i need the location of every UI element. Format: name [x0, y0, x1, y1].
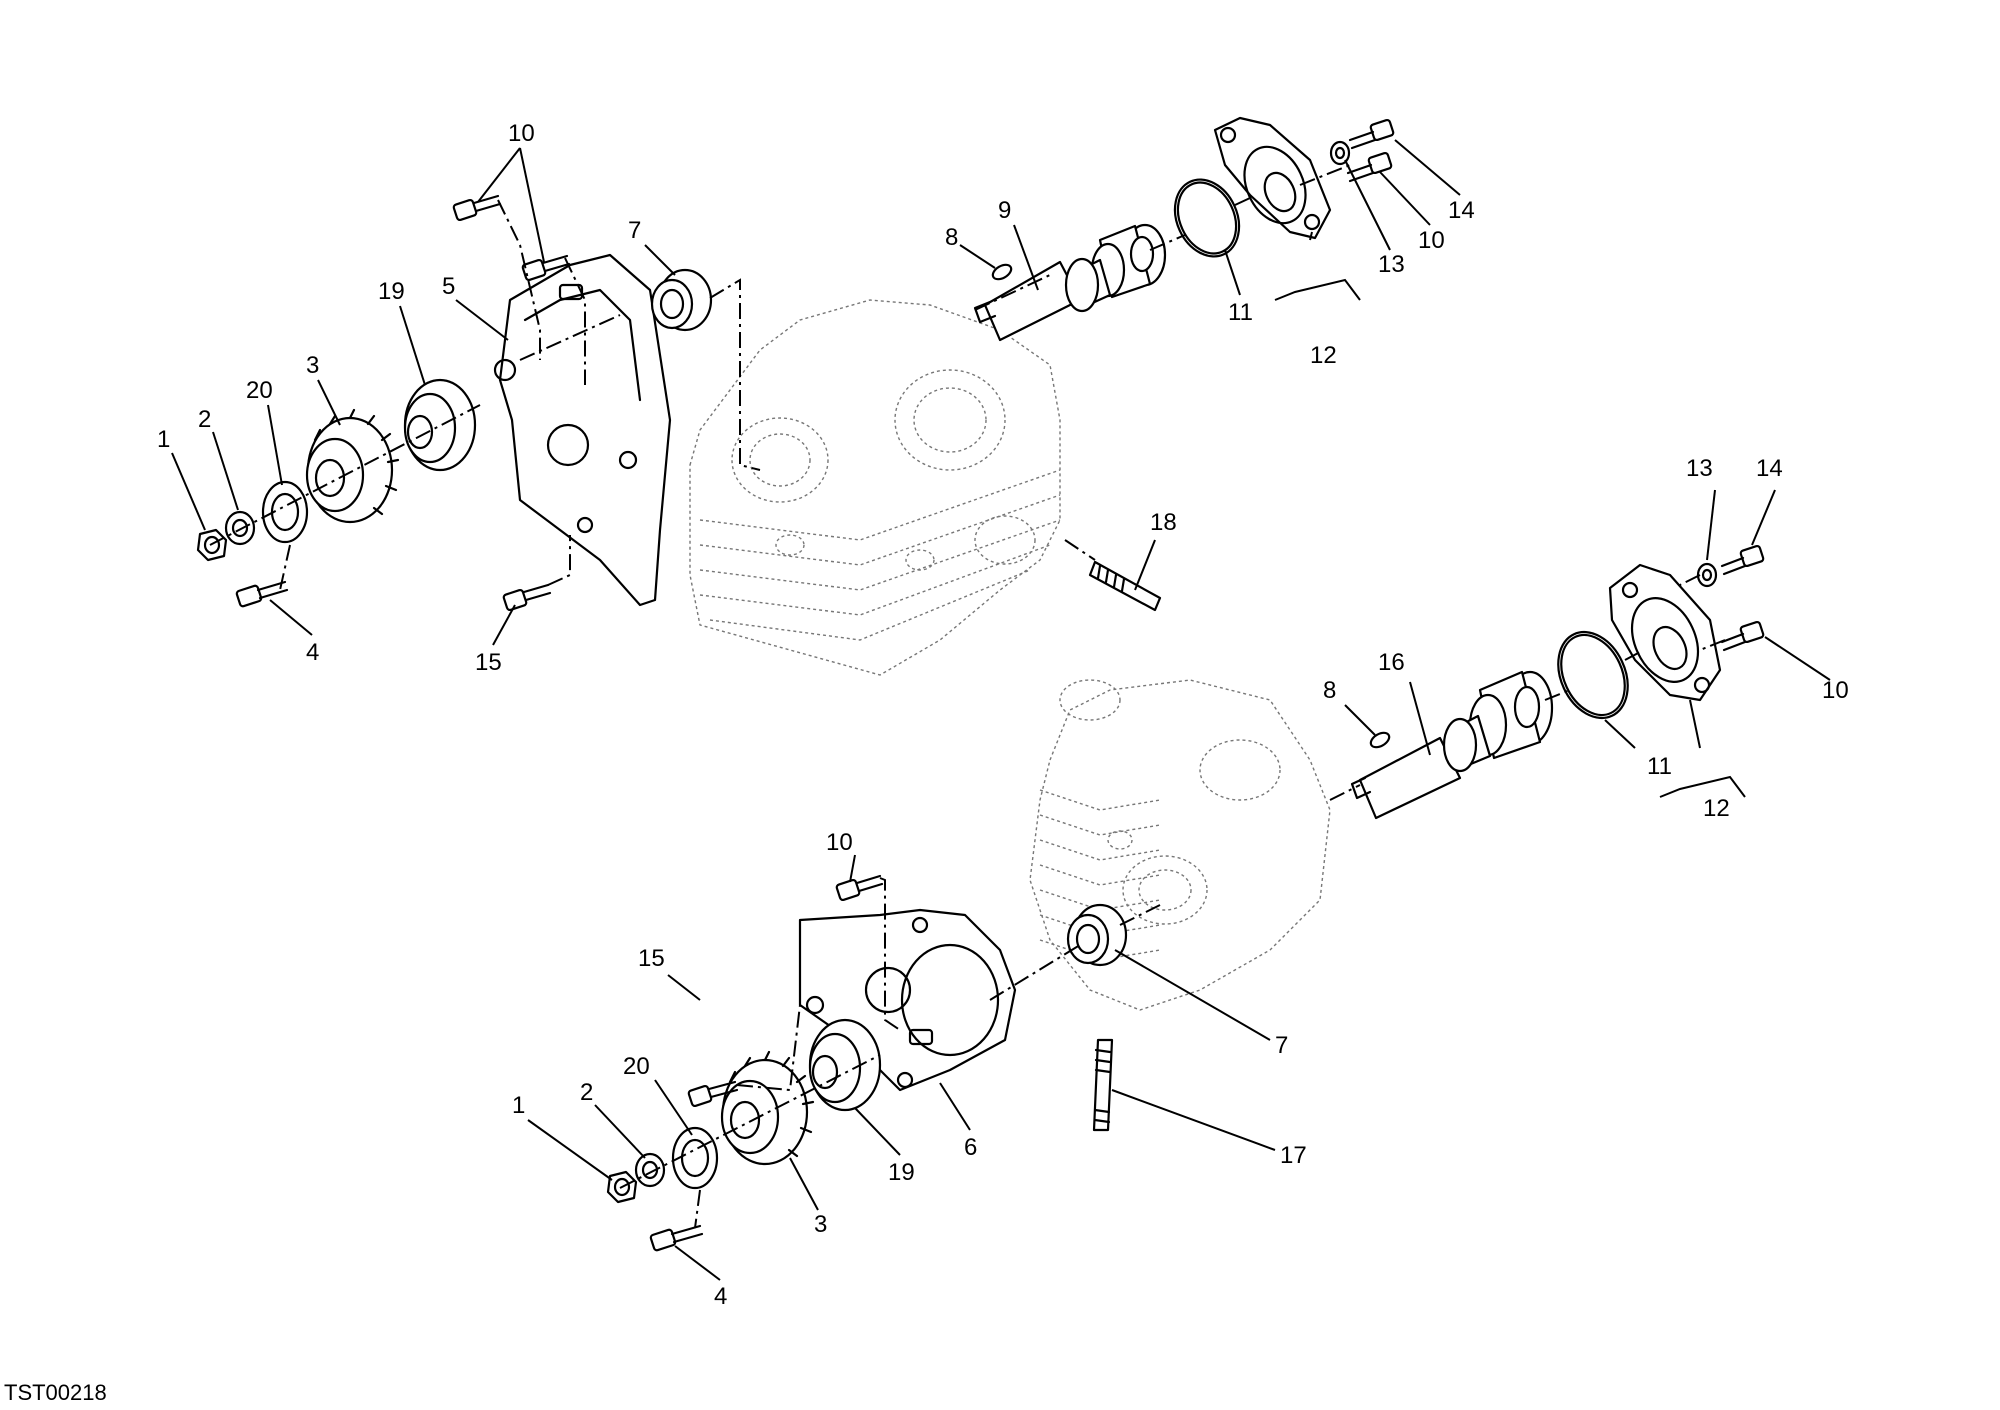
bolt-lower-15	[687, 1080, 739, 1108]
callout-2-lower: 2	[580, 1079, 593, 1106]
callout-11-lower: 11	[1647, 753, 1672, 780]
callout-14-lower: 14	[1756, 455, 1783, 482]
washer-upper-2	[224, 510, 256, 546]
callout-20-lower: 20	[623, 1053, 650, 1080]
callouts-upper: 1 2 20 3 19 5 10 7 8 9 11 12 13 10 14 18…	[157, 120, 1475, 676]
pulley-upper	[403, 378, 477, 472]
callout-11-upper: 11	[1228, 299, 1253, 326]
bolt-lower-10a	[835, 874, 884, 902]
callout-8-lower: 8	[1323, 677, 1336, 704]
callout-9-upper: 9	[998, 197, 1011, 224]
callout-19-lower: 19	[888, 1159, 915, 1186]
washer-upper-13	[1329, 140, 1351, 166]
leader-lines	[171, 139, 1831, 1281]
callout-20-upper: 20	[246, 377, 273, 404]
callout-5-upper: 5	[442, 273, 455, 300]
bolt-lower-14	[1720, 544, 1765, 576]
cylinder-head-lower	[1029, 679, 1331, 1011]
callout-1-upper: 1	[157, 426, 170, 453]
callout-10-lower-flange: 10	[1822, 677, 1849, 704]
stud-lower	[1092, 1038, 1114, 1132]
toothed-gear-upper	[305, 408, 400, 524]
callout-8-upper: 8	[945, 224, 958, 251]
callout-12-lower: 12	[1703, 795, 1730, 822]
stud-upper	[1088, 560, 1162, 612]
callout-15-lower: 15	[638, 945, 665, 972]
o-ring-upper	[1173, 178, 1241, 258]
camshaft-upper	[973, 223, 1167, 342]
bolt-upper-14	[1348, 118, 1395, 150]
callout-3-upper: 3	[306, 352, 319, 379]
toothed-gear-lower	[720, 1050, 815, 1166]
callout-4-lower: 4	[714, 1283, 727, 1310]
key-upper	[991, 263, 1013, 281]
oil-seal-lower	[1066, 903, 1128, 967]
pulley-lower	[808, 1018, 882, 1112]
callout-13-upper: 13	[1378, 251, 1405, 278]
washer-lower-13	[1696, 562, 1718, 588]
oil-seal-upper	[650, 268, 713, 332]
washer-upper-20	[261, 480, 309, 544]
callout-2-upper: 2	[198, 406, 211, 433]
key-lower	[1369, 731, 1391, 749]
assembly-axes-lower	[619, 574, 1726, 1229]
o-ring-lower	[1557, 630, 1629, 720]
callout-18-upper: 18	[1150, 509, 1177, 536]
callout-15-upper: 15	[475, 649, 502, 676]
callout-19-upper: 19	[378, 278, 405, 305]
callout-16-lower: 16	[1378, 649, 1405, 676]
callout-14-upper: 14	[1448, 197, 1475, 224]
washer-lower-2	[634, 1152, 666, 1188]
callout-3-lower: 3	[814, 1211, 827, 1238]
bolt-lower-10b	[1720, 620, 1765, 652]
callout-4-upper: 4	[306, 639, 319, 666]
timing-cover-upper	[493, 253, 672, 607]
assembly-axes-upper	[209, 164, 1351, 591]
bolt-upper-15	[502, 583, 552, 612]
callout-7-lower: 7	[1275, 1032, 1288, 1059]
camshaft-lower	[1350, 670, 1554, 820]
bolt-lower-4	[649, 1224, 704, 1252]
callout-1-lower: 1	[512, 1092, 525, 1119]
drawing-code: TST00218	[4, 1380, 107, 1405]
callout-10-lower-cover: 10	[826, 829, 853, 856]
callout-10-upper-flange: 10	[1418, 227, 1445, 254]
callout-7-upper: 7	[628, 217, 641, 244]
flange-upper	[1213, 116, 1332, 240]
callouts-lower: 1 2 20 3 19 6 10 15 4 7 17 8 16 11 12 13…	[512, 455, 1849, 1310]
callout-12-upper: 12	[1310, 342, 1337, 369]
bolt-upper-10a	[452, 194, 502, 222]
callout-10-upper-cover: 10	[508, 120, 535, 147]
callout-13-lower: 13	[1686, 455, 1713, 482]
bolt-upper-4	[235, 580, 289, 608]
callout-17-lower: 17	[1280, 1142, 1307, 1169]
callout-6-lower: 6	[964, 1134, 977, 1161]
bolt-upper-10b	[521, 254, 571, 282]
cylinder-head-upper	[689, 299, 1061, 676]
